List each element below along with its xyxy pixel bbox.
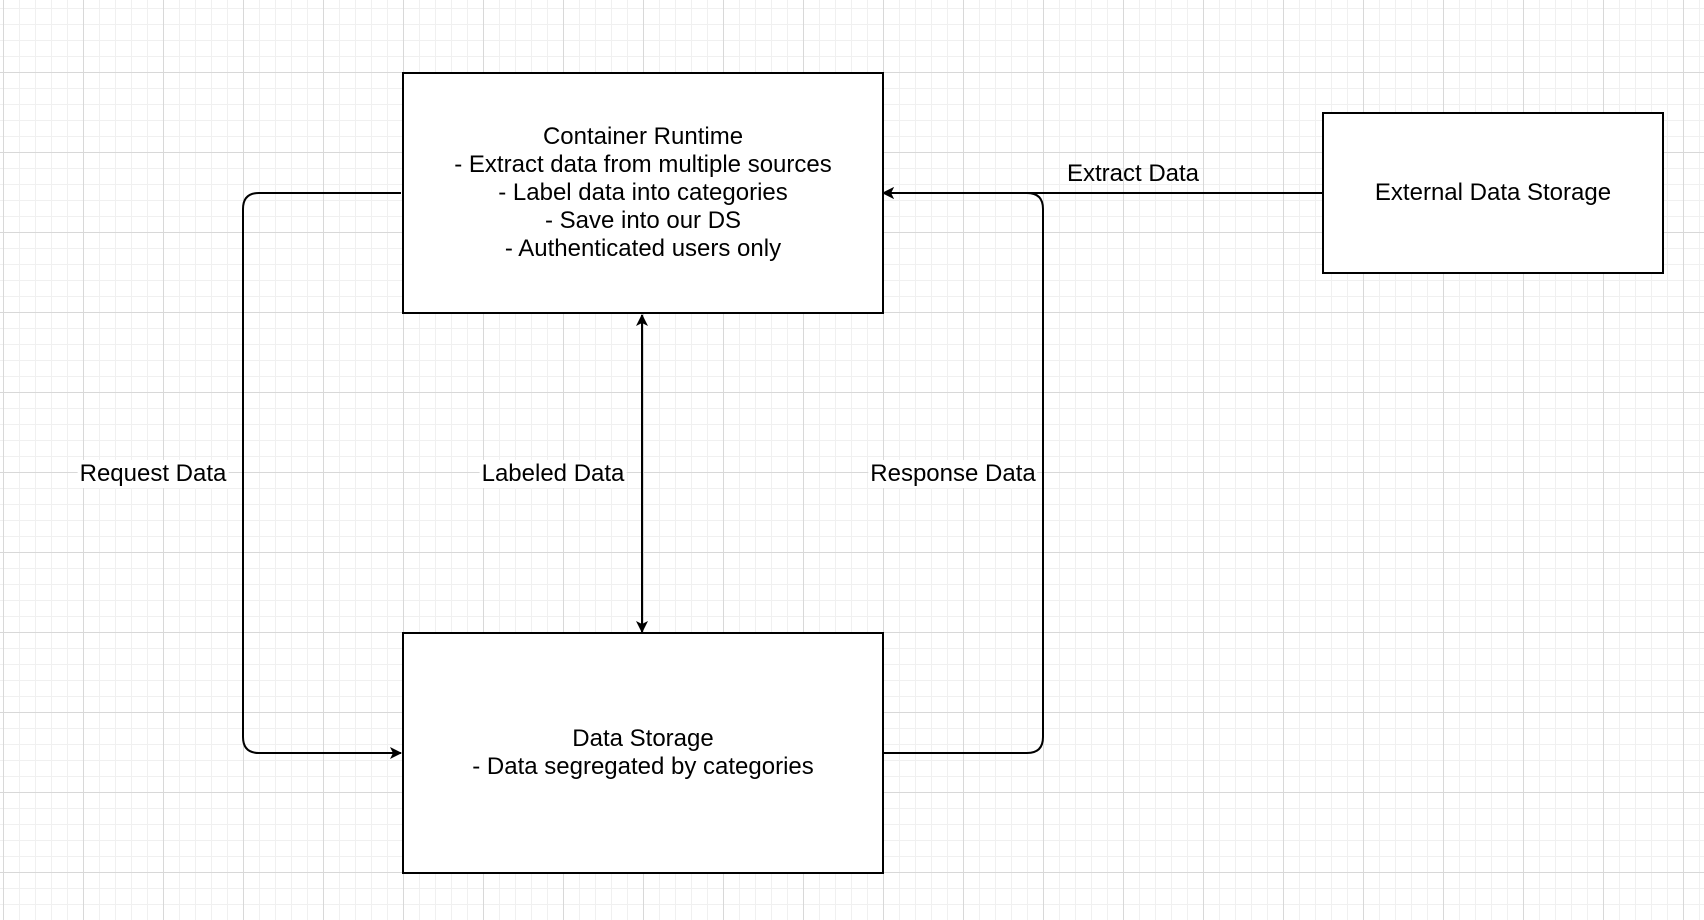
response-data-label: Response Data: [868, 460, 1038, 488]
request-data-connector[interactable]: [242, 192, 402, 759]
labeled-data-label: Labeled Data: [479, 460, 627, 488]
container-runtime-line-label: - Label data into categories: [498, 179, 788, 206]
external-data-storage-node[interactable]: External Data Storage: [1322, 112, 1664, 274]
container-runtime-line-save: - Save into our DS: [544, 207, 742, 234]
external-data-storage-title: External Data Storage: [1374, 179, 1612, 206]
data-storage-line-segregated: - Data segregated by categories: [472, 753, 814, 780]
container-runtime-line-extract: - Extract data from multiple sources: [454, 151, 832, 178]
external-data-storage-text: External Data Storage: [1375, 179, 1611, 207]
extract-data-label: Extract Data: [1066, 160, 1200, 187]
request-data-label: Request Data: [77, 460, 229, 488]
container-runtime-title: Container Runtime: [542, 123, 744, 150]
data-storage-text: Data Storage - Data segregated by catego…: [472, 725, 814, 781]
container-runtime-node[interactable]: Container Runtime - Extract data from mu…: [402, 72, 884, 314]
container-runtime-text: Container Runtime - Extract data from mu…: [454, 123, 831, 263]
container-runtime-line-auth: - Authenticated users only: [504, 235, 782, 262]
data-storage-title: Data Storage: [572, 725, 714, 752]
data-storage-node[interactable]: Data Storage - Data segregated by catego…: [402, 632, 884, 874]
